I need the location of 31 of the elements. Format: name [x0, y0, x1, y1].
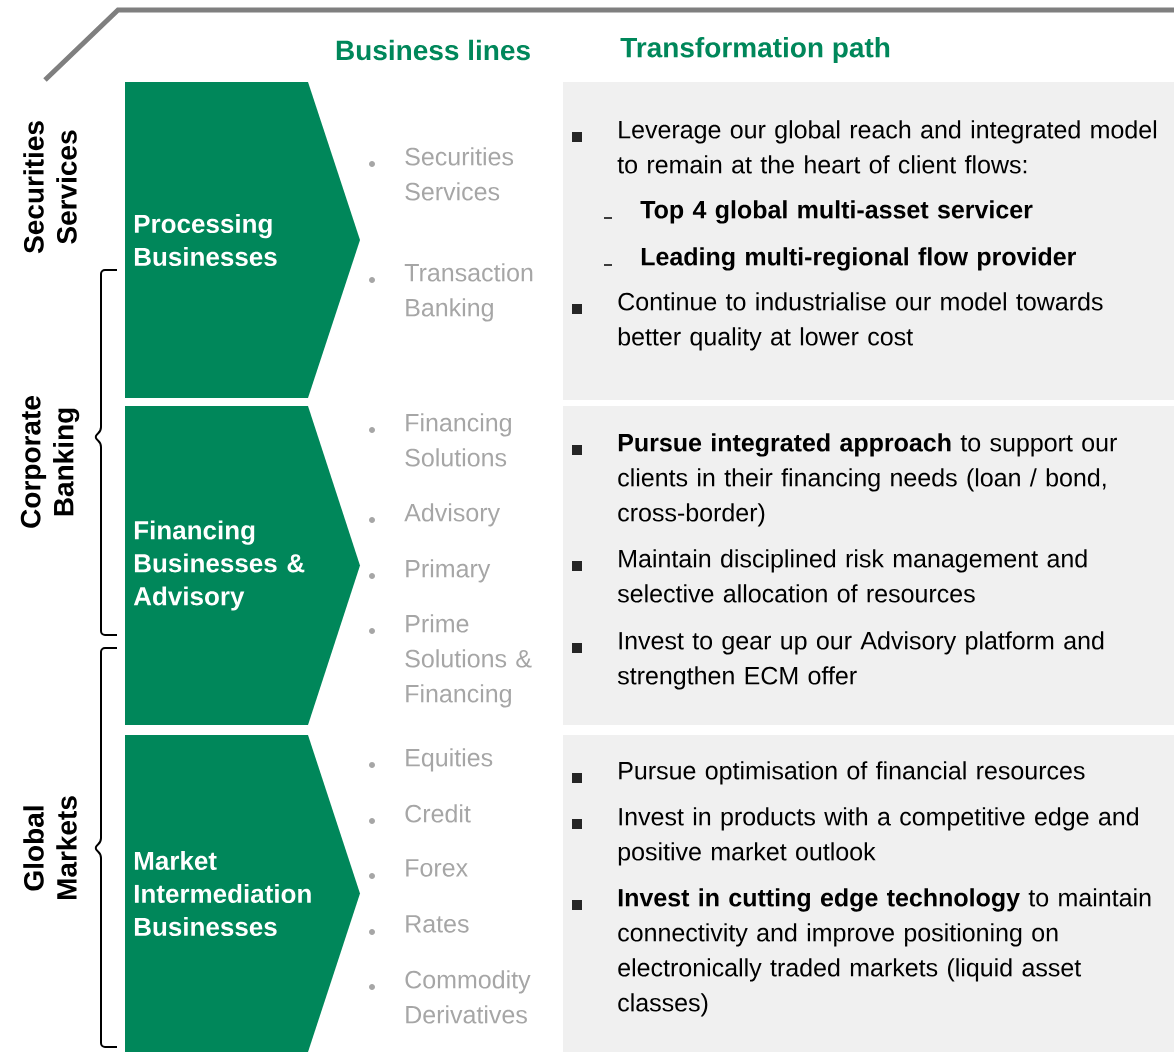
business-line-item: Commodity Derivatives — [369, 970, 531, 1024]
business-line-item: Forex — [369, 859, 468, 879]
business-line-item: Equities — [369, 748, 493, 772]
text-panel — [563, 82, 1174, 400]
business-line-item: Rates — [369, 915, 469, 935]
bullet-point: Pursue optimisation of financial resources — [572, 761, 1085, 785]
text-panel — [563, 406, 1174, 725]
bullet-point: Leverage our global reach and integrated model to remain at the heart of client flows: — [572, 120, 1157, 174]
text-panel — [563, 735, 1174, 1052]
business-line-item: Transaction Banking — [369, 263, 533, 322]
segment-label: Corporate Banking — [20, 396, 80, 528]
bullet-point: Invest to gear up our Advisory platform and strengthen ECM offer — [572, 631, 1104, 690]
business-line-item: Primary — [369, 559, 491, 583]
sub-bullet-point: Top 4 global multi-asset servicer — [603, 200, 1033, 224]
bullet-point: Invest in products with a competitive edge and positive market outlook — [572, 807, 1139, 866]
column-heading: Business lines — [336, 39, 530, 61]
business-line-item: Advisory — [369, 503, 500, 527]
business-line-item: Credit — [369, 804, 471, 824]
business-line-item: Securities Services — [369, 147, 514, 201]
segment-label: Global Markets — [23, 796, 77, 900]
business-line-item: Financing Solutions — [369, 413, 511, 467]
chevron-box: Financing Businesses & Advisory — [125, 406, 360, 725]
bullet-point: Continue to industrialise our model towards better quality at lower cost — [572, 292, 1103, 351]
chevron-box: Processing Businesses — [125, 82, 360, 398]
sub-bullet-point: Leading multi-regional flow provider — [603, 247, 1076, 271]
chevron-box: Market Intermediation Businesses — [125, 735, 360, 1052]
business-line-item: Prime Solutions & Financing — [369, 614, 532, 708]
bullet-point: Pursue integrated approach to support our clients in their financing needs (loan / bond, cross-border) — [572, 433, 1117, 527]
bullet-point: Invest in cutting edge technology to maintain connectivity and improve positioning on electronically traded markets (liquid asset classes) — [572, 888, 1151, 1017]
bullet-point: Maintain disciplined risk management and selective allocation of resources — [572, 549, 1087, 603]
segment-label: Securities Services — [23, 121, 77, 254]
